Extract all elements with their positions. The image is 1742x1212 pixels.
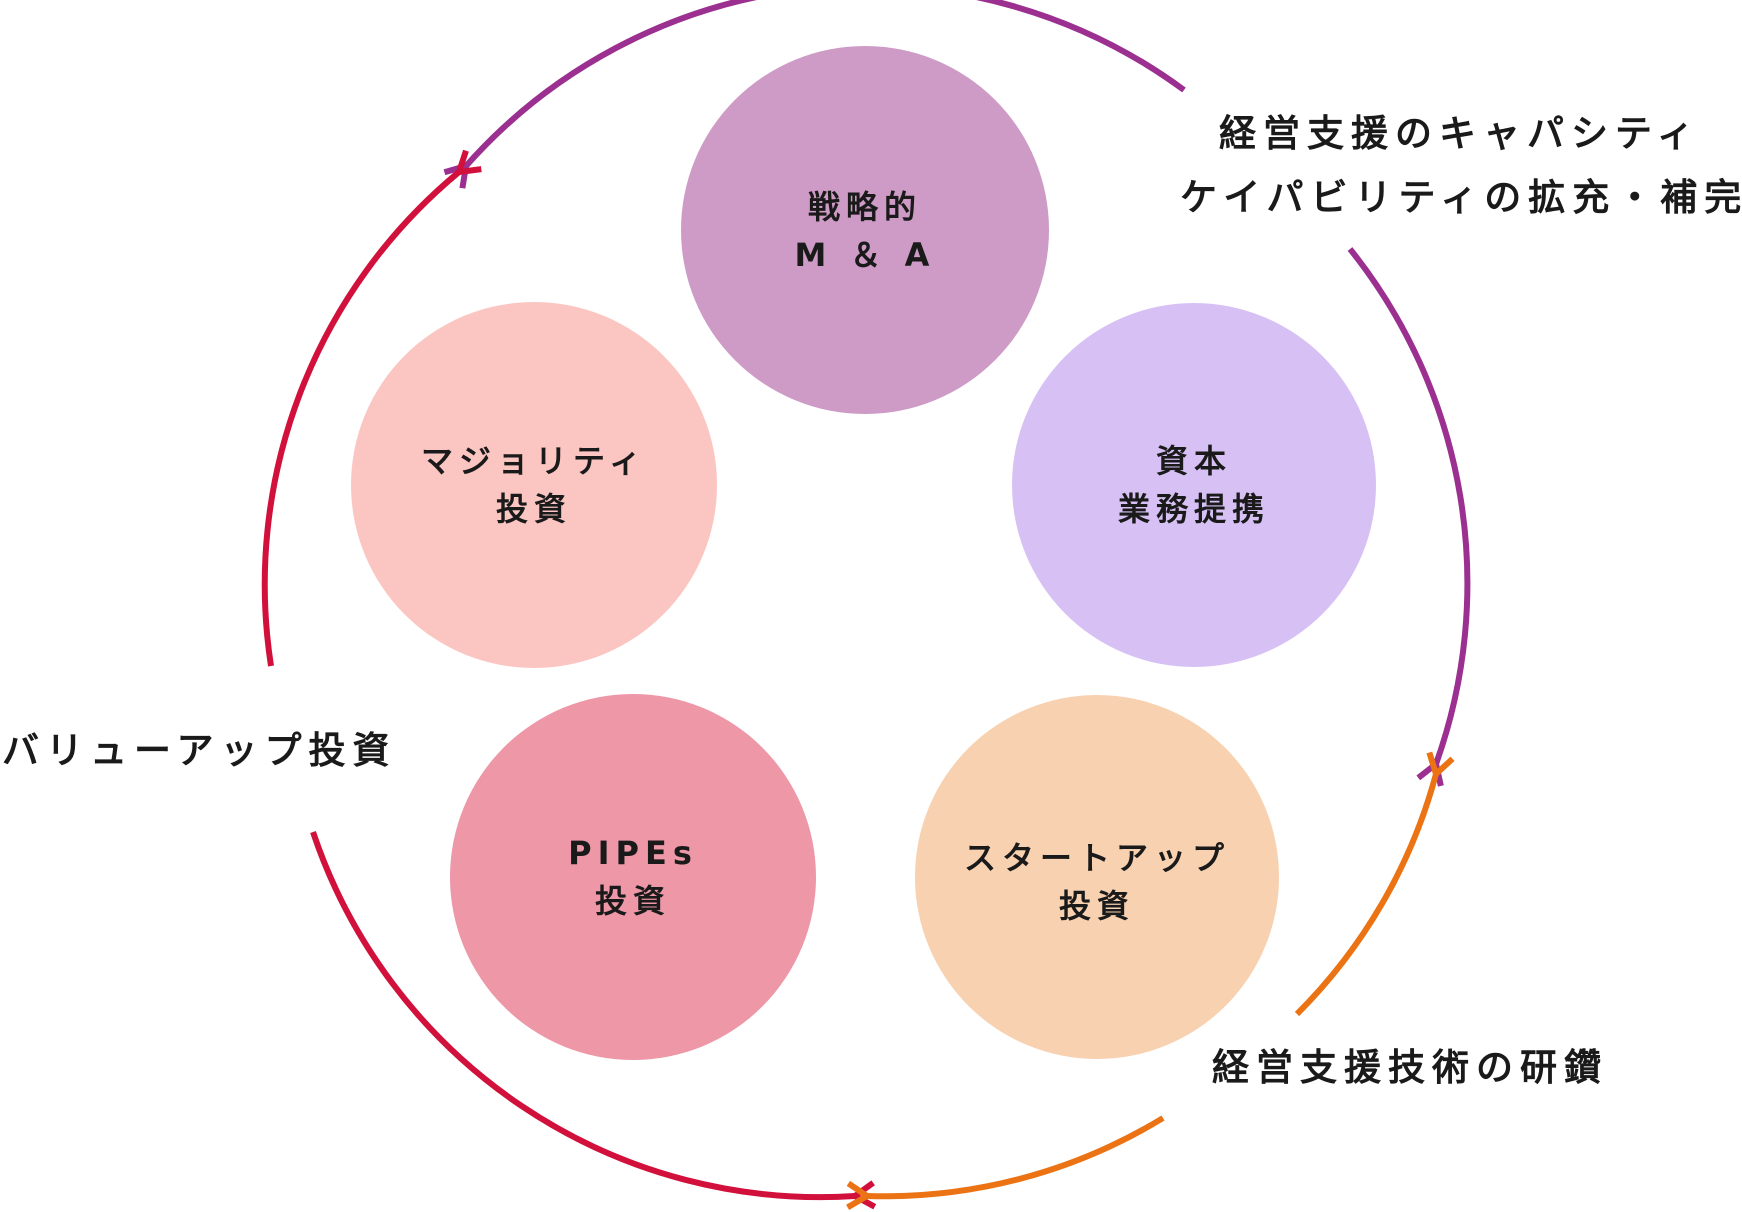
circle-label-line2: 投資 <box>496 490 572 528</box>
arrow-capacity-right <box>1347 247 1471 764</box>
circle-shape <box>351 302 717 668</box>
label-capacity-line2: ケイパビリティの拡充・補完 <box>1180 176 1742 219</box>
circle-shape <box>450 694 816 1060</box>
label-technique: 経営支援技術の研鑽 <box>1212 1046 1608 1089</box>
circle-label-line2: 業務提携 <box>1118 490 1270 528</box>
circle-capital-alliance: 資本 業務提携 <box>1012 303 1376 667</box>
arrow-technique-lower <box>867 1115 1165 1196</box>
label-capacity-line1: 経営支援のキャパシティ <box>1219 112 1701 155</box>
circle-pipes-investment: PIPEs 投資 <box>450 694 816 1060</box>
circle-shape <box>1012 303 1376 667</box>
circle-label-line1: PIPEs <box>568 834 698 872</box>
circle-label-line2: M ＆ A <box>795 236 936 274</box>
circle-label-line1: 戦略的 <box>808 188 922 226</box>
circle-label-line2: 投資 <box>1059 887 1135 925</box>
arrow-value-up-upper <box>261 172 459 667</box>
arrow-technique-upper <box>1294 774 1436 1017</box>
circle-label-line1: マジョリティ <box>421 442 647 480</box>
circle-label-line2: 投資 <box>595 882 671 920</box>
circle-majority-investment: マジョリティ 投資 <box>351 302 717 668</box>
arrow-capacity-top <box>466 0 1186 166</box>
circle-strategic-ma: 戦略的 M ＆ A <box>681 46 1049 414</box>
arrow-value-up-lower <box>310 831 855 1197</box>
circle-shape <box>681 46 1049 414</box>
label-value-up: バリューアップ投資 <box>2 729 397 772</box>
circle-shape <box>915 695 1279 1059</box>
circle-startup-investment: スタートアップ 投資 <box>915 695 1279 1059</box>
circle-label-line1: 資本 <box>1156 442 1232 480</box>
circle-label-line1: スタートアップ <box>964 839 1230 877</box>
